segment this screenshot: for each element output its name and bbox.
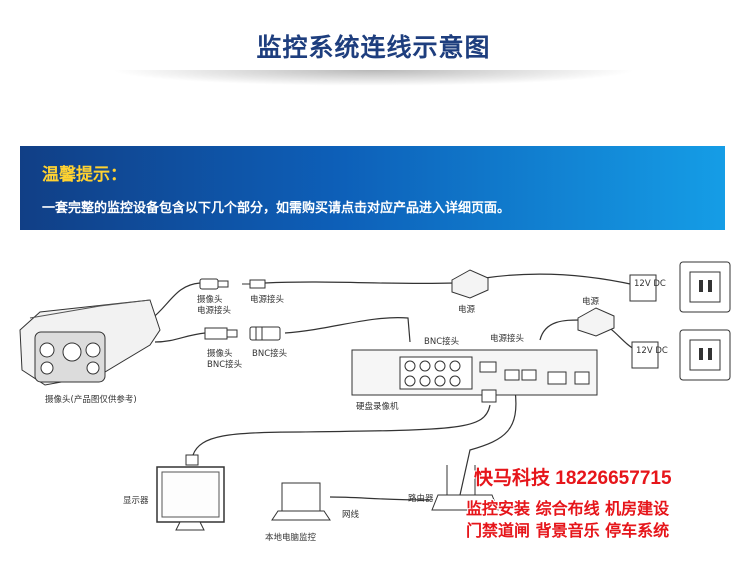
power-supply-label-2: 电源 [582,296,600,307]
bnc-plug-connector [249,326,281,341]
network-label: 网线 [342,509,360,520]
title-shadow [110,70,637,86]
cable-adapter1-wall [484,273,636,286]
dvr-label: 硬盘录像机 [356,401,399,412]
promo-company: 快马科技 18226657715 [474,468,672,489]
banner-text: 一套完整的监控设备包含以下几个部分，如需购买请点击对应产品进入详细页面。 [42,201,511,216]
camera-bnc-connector [204,327,238,340]
monitor-label: 显示器 [123,496,149,506]
camera-label: 摄像头(产品图仅供参考) [45,394,137,405]
cam-bnc-label-a: 摄像头 [207,348,233,359]
cam-power-label-b: 电源接头 [197,305,232,316]
dvr-power-label: 电源接头 [490,333,525,344]
wall-socket-1 [679,261,731,313]
page-title: 监控系统连线示意图 [256,33,491,62]
cable-bnc-dvr [284,317,411,343]
promo-line-1: 监控安装 综合布线 机房建设 [466,499,670,518]
cable-dvr-monitor [192,404,491,456]
cable-dvr-router [459,389,517,496]
router-label: 路由器 [408,493,434,504]
dvr-device [351,349,598,403]
laptop-label: 本地电脑监控 [265,532,317,543]
cam-power-label-a: 摄像头 [197,294,223,305]
wall-adapter-1: 12V DC [629,274,666,302]
promo-line-2: 门禁道闸 背景音乐 停车系统 [466,521,670,540]
cable-dvr-power [539,319,581,341]
power-plug-label: 电源接头 [250,294,285,305]
camera-device [19,299,161,386]
tip-banner: 温馨提示： 一套完整的监控设备包含以下几个部分，如需购买请点击对应产品进入详细页… [20,146,725,230]
cable-laptop-router [329,496,431,501]
router-device [431,465,499,511]
cable-power-top [264,281,456,285]
cam-bnc-label-b: BNC接头 [207,359,243,370]
power-supply-label-1: 电源 [458,304,476,315]
monitor-device [156,454,225,531]
cable-camera-power [149,282,201,321]
wall-adapter-2: 12V DC [631,341,668,369]
dvr-bnc-label: BNC接头 [424,336,460,347]
wall-socket-2 [679,329,731,381]
camera-power-connector [199,278,229,290]
banner-title: 温馨提示： [42,165,127,185]
laptop-device [271,482,331,521]
cable-camera-bnc [154,332,206,343]
adapter-text-2: 12V DC [636,346,668,356]
bnc-plug-label: BNC接头 [252,348,288,359]
adapter-text-1: 12V DC [634,279,666,289]
power-adapter-2 [577,307,615,337]
power-plug-connector [242,279,266,289]
power-adapter-1 [451,269,489,299]
